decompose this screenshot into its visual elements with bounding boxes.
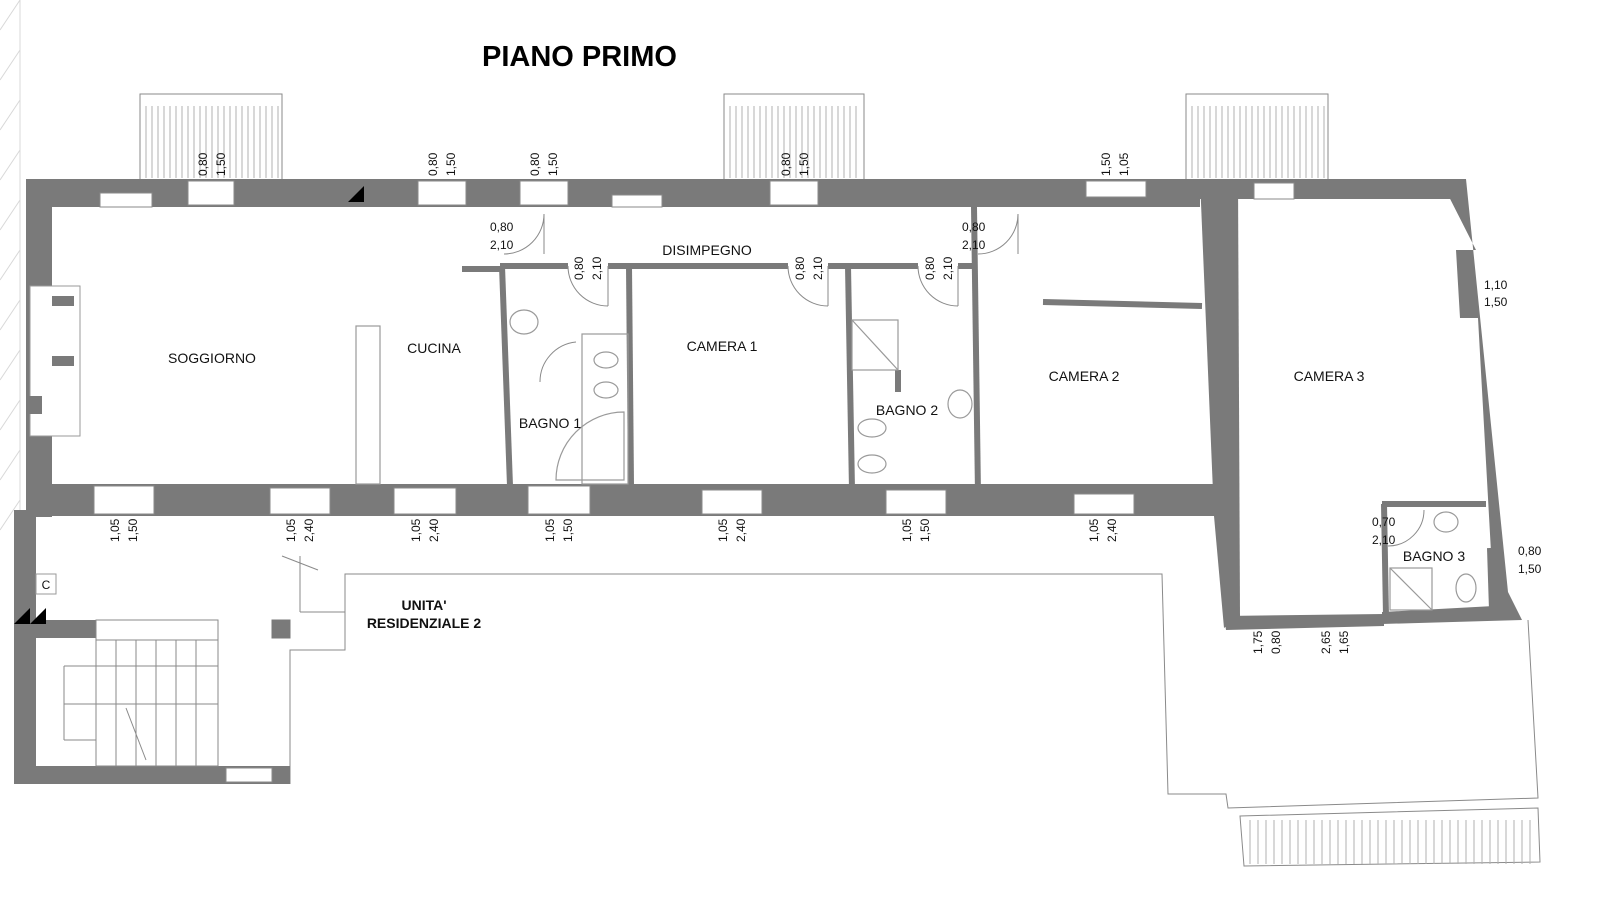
- dim-bottom-2-a: 1,05: [284, 518, 298, 542]
- walls: [14, 179, 1522, 784]
- dim-top-4-a: 0,80: [779, 152, 793, 176]
- dim-door-5-b: 2,10: [962, 238, 986, 252]
- dim-bagno3-door-b: 2,10: [1372, 533, 1396, 547]
- dim-top-4-b: 1,50: [797, 152, 811, 176]
- dim-c3-bottom-1-a: 1,75: [1251, 630, 1265, 654]
- room-bagno-2: BAGNO 2: [876, 402, 938, 418]
- dim-camera3-win-b: 1,50: [1484, 295, 1508, 309]
- partitions: [271, 206, 1495, 639]
- dim-top-5-a: 1,50: [1099, 152, 1113, 176]
- room-bagno-1: BAGNO 1: [519, 415, 581, 431]
- dim-bottom-1-a: 1,05: [108, 518, 122, 542]
- top-windows: [99, 180, 1295, 208]
- dim-top-2-a: 0,80: [426, 152, 440, 176]
- terrace-outline: [281, 555, 1539, 809]
- dim-top-1-a: 0,80: [196, 152, 210, 176]
- fixtures: [355, 309, 1477, 611]
- room-disimpegno: DISIMPEGNO: [662, 242, 752, 258]
- room-camera-2: CAMERA 2: [1049, 368, 1120, 384]
- dim-bottom-6-a: 1,05: [900, 518, 914, 542]
- middle-windows: [93, 485, 1135, 515]
- dim-bottom-4-a: 1,05: [543, 518, 557, 542]
- dim-bottom-3-a: 1,05: [409, 518, 423, 542]
- dim-bottom-3-b: 2,40: [427, 518, 441, 542]
- dim-bagno3-win-a: 0,80: [1518, 544, 1542, 558]
- dim-bottom-6-b: 1,50: [918, 518, 932, 542]
- dim-door-3-a: 0,80: [793, 256, 807, 280]
- dim-bottom-2-b: 2,40: [302, 518, 316, 542]
- page-title: PIANO PRIMO: [482, 41, 677, 73]
- left-edge-hatch: [0, 0, 21, 531]
- dim-bottom-5-a: 1,05: [716, 518, 730, 542]
- dim-bagno3-win-b: 1,50: [1518, 562, 1542, 576]
- unita-label-line1: UNITA': [401, 597, 446, 613]
- dim-top-5-b: 1,05: [1117, 152, 1131, 176]
- dim-bottom-7-a: 1,05: [1087, 518, 1101, 542]
- dim-c3-bottom-2-a: 2,65: [1319, 630, 1333, 654]
- dim-c3-bottom-2-b: 1,65: [1337, 630, 1351, 654]
- balconies: [139, 93, 1541, 867]
- dim-c3-bottom-1-b: 0,80: [1269, 630, 1283, 654]
- doors: [503, 213, 1425, 547]
- dim-bottom-5-b: 2,40: [734, 518, 748, 542]
- dim-door-5-a: 0,80: [962, 220, 986, 234]
- bottom-window-dims: 1,05 1,50 1,05 2,40 1,05 2,40 1,05 1,50 …: [108, 518, 1119, 542]
- dim-bottom-4-b: 1,50: [561, 518, 575, 542]
- dim-top-1-b: 1,50: [214, 152, 228, 176]
- dim-door-2-a: 0,80: [572, 256, 586, 280]
- dim-top-3-a: 0,80: [528, 152, 542, 176]
- dim-door-1-a: 0,80: [490, 220, 514, 234]
- dim-door-2-b: 2,10: [590, 256, 604, 280]
- room-soggiorno: SOGGIORNO: [168, 350, 256, 366]
- c-box-label: C: [42, 578, 51, 592]
- top-window-dims: 0,80 1,50 0,80 1,50 0,80 1,50 0,80 1,50 …: [196, 152, 1131, 176]
- room-camera-1: CAMERA 1: [687, 338, 758, 354]
- room-camera-3: CAMERA 3: [1294, 368, 1365, 384]
- dim-top-2-b: 1,50: [444, 152, 458, 176]
- left-niche: [26, 285, 81, 437]
- room-cucina: CUCINA: [407, 340, 461, 356]
- dim-door-4-b: 2,10: [941, 256, 955, 280]
- room-labels: SOGGIORNO CUCINA DISIMPEGNO BAGNO 1 CAME…: [168, 242, 1465, 631]
- dim-bottom-1-b: 1,50: [126, 518, 140, 542]
- room-bagno-3: BAGNO 3: [1403, 548, 1465, 564]
- dim-camera3-win-a: 1,10: [1484, 278, 1508, 292]
- staircase: [63, 619, 273, 783]
- camera3-bottom-dims: 1,75 0,80 2,65 1,65: [1251, 630, 1351, 654]
- c-box: C: [35, 573, 57, 595]
- right-dims: 1,10 1,50 0,80 1,50: [1484, 278, 1542, 576]
- door-dims: 0,80 2,10 0,80 2,10 0,80 2,10 0,80 2,10 …: [490, 220, 1396, 547]
- dim-bottom-7-b: 2,40: [1105, 518, 1119, 542]
- dim-door-1-b: 2,10: [490, 238, 514, 252]
- dim-door-3-b: 2,10: [811, 256, 825, 280]
- dim-door-4-a: 0,80: [923, 256, 937, 280]
- dim-bagno3-door-a: 0,70: [1372, 515, 1396, 529]
- dim-top-3-b: 1,50: [546, 152, 560, 176]
- unita-label-line2: RESIDENZIALE 2: [367, 615, 482, 631]
